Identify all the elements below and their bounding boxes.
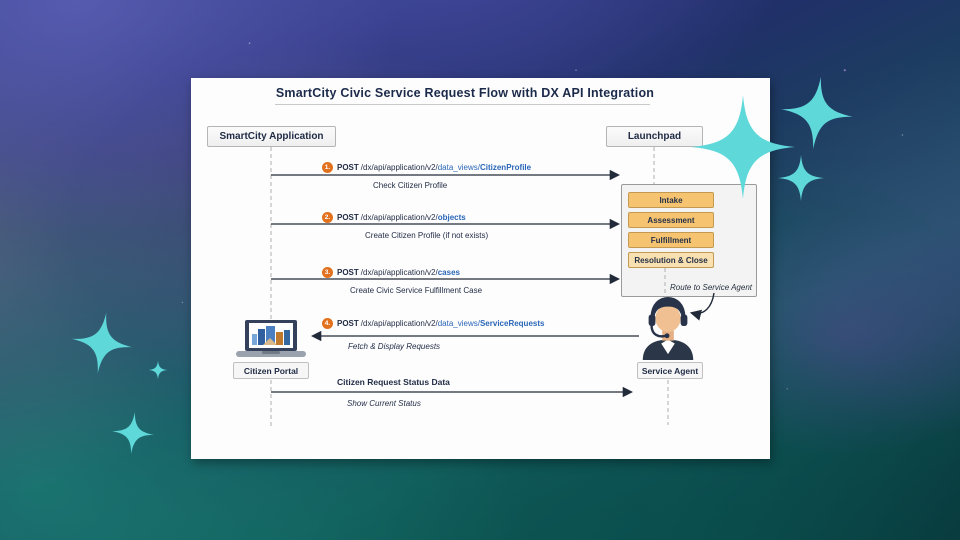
stage-intake: Intake [628, 192, 714, 208]
status-message-title: Citizen Request Status Data [337, 377, 450, 387]
step-4-badge: 4. [322, 318, 333, 329]
message-4-label: Fetch & Display Requests [348, 342, 441, 351]
message-3: 3. POST/dx/api/application/v2/cases [322, 267, 460, 278]
sequence-lines [270, 147, 715, 428]
sparkle-icon [777, 154, 825, 202]
api-call-3: POST/dx/api/application/v2/cases [337, 268, 460, 277]
step-2-badge: 2. [322, 212, 333, 223]
sparkle-icon [780, 76, 854, 150]
api-call-4: POST/dx/api/application/v2/data_views/Se… [337, 319, 545, 328]
lifelines [270, 147, 669, 428]
stage-resolution-close: Resolution & Close [628, 252, 714, 268]
service-agent-icon [638, 296, 698, 365]
step-3-badge: 3. [322, 267, 333, 278]
stage-assessment: Assessment [628, 212, 714, 228]
stage-fulfillment: Fulfillment [628, 232, 714, 248]
actor-smartcity-application: SmartCity Application [207, 126, 336, 147]
title-underline [275, 104, 650, 105]
service-agent-label: Service Agent [637, 362, 703, 379]
sparkle-icon [691, 95, 795, 199]
message-2-label: Create Citizen Profile (if not exists) [365, 231, 489, 240]
message-3-label: Create Civic Service Fulfillment Case [350, 286, 483, 295]
route-to-service-agent-note: Route to Service Agent [670, 283, 752, 292]
api-call-2: POST/dx/api/application/v2/objects [337, 213, 466, 222]
sparkle-icon [71, 312, 133, 374]
status-message-label: Show Current Status [347, 399, 421, 408]
route-curved-arrow [689, 292, 715, 321]
step-1-badge: 1. [322, 162, 333, 173]
sparkle-icon [148, 360, 168, 380]
diagram-card: SmartCity Civic Service Request Flow wit… [191, 78, 770, 459]
case-pipeline-panel: Intake Assessment Fulfillment Resolution… [621, 184, 757, 297]
message-4: 4. POST/dx/api/application/v2/data_views… [322, 318, 544, 329]
citizen-portal-laptop-icon [236, 320, 306, 363]
message-1: 1. POST/dx/api/application/v2/data_views… [322, 162, 531, 173]
actor-launchpad: Launchpad [606, 126, 703, 147]
message-arrows [271, 169, 715, 398]
api-call-1: POST/dx/api/application/v2/data_views/Ci… [337, 163, 532, 172]
message-1-label: Check Citizen Profile [373, 181, 448, 190]
sparkle-icon [111, 411, 155, 455]
diagram-title: SmartCity Civic Service Request Flow wit… [275, 86, 655, 100]
message-2: 2. POST/dx/api/application/v2/objects [322, 212, 466, 223]
citizen-portal-label: Citizen Portal [233, 362, 309, 379]
